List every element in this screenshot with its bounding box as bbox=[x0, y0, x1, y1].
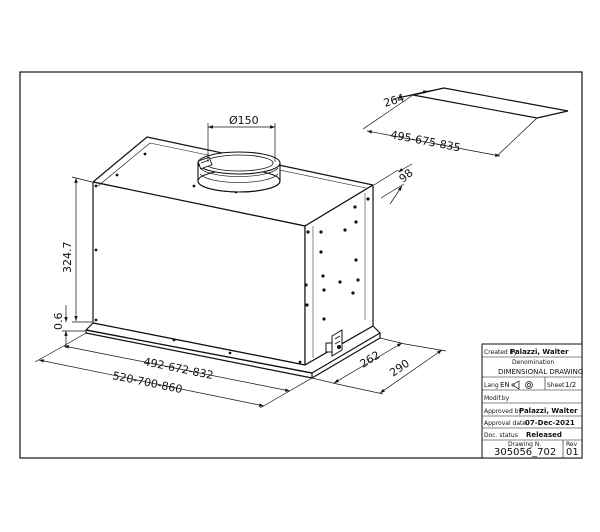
tb-drawing-no-label: Drawing N. bbox=[508, 441, 541, 448]
tb-created-by-value: Palazzi, Walter bbox=[510, 348, 569, 356]
tb-denomination-value: DIMENSIONAL DRAWING bbox=[498, 368, 583, 376]
tb-sheet-value: 1/2 bbox=[565, 381, 576, 389]
tb-doc-status-value: Released bbox=[526, 431, 562, 439]
tb-denomination-label: Denomination bbox=[512, 359, 554, 366]
drawing-frame bbox=[19, 71, 583, 459]
tb-rev-label: Rev bbox=[566, 441, 578, 448]
tb-drawing-no-value: 305056_702 bbox=[494, 447, 556, 458]
dim-depth-total: 290 bbox=[387, 357, 412, 380]
dimension-lines bbox=[34, 87, 538, 409]
duct-collar bbox=[197, 151, 281, 193]
tb-created-by-label: Created by bbox=[484, 349, 517, 356]
dim-height: 324.7 bbox=[61, 242, 74, 274]
title-block: Created by Palazzi, Walter Denomination … bbox=[481, 343, 583, 459]
tb-approved-by-label: Approved by bbox=[484, 408, 522, 415]
hood-body bbox=[85, 136, 381, 379]
tb-sheet-label: Sheet bbox=[547, 382, 565, 389]
tb-approval-date-value: 07-Dec-2021 bbox=[525, 419, 575, 427]
tb-lang-label: Lang bbox=[484, 382, 499, 389]
tb-approval-date-label: Approval date bbox=[484, 420, 526, 427]
side-face-holes bbox=[304, 197, 370, 321]
tb-lang-value: EN bbox=[500, 381, 510, 389]
dim-cutout-depth: 264 bbox=[382, 91, 406, 110]
tb-modify-label: Modif.by bbox=[484, 395, 510, 402]
dim-duct-diameter: Ø150 bbox=[229, 114, 259, 127]
tb-doc-status-label: Doc. status bbox=[484, 432, 518, 439]
tb-approved-by-value: Palazzi, Walter bbox=[519, 407, 578, 415]
projection-symbol-icon bbox=[511, 380, 533, 390]
cutout-plate bbox=[412, 87, 569, 119]
dim-top-offset: 98 bbox=[397, 166, 416, 185]
dim-cutout-widths: 495-675-835 bbox=[389, 128, 461, 154]
dim-depth-front: 262 bbox=[358, 348, 383, 370]
tb-rev-value: 01 bbox=[566, 447, 579, 458]
dim-bottom-offset: 0.6 bbox=[52, 313, 65, 331]
